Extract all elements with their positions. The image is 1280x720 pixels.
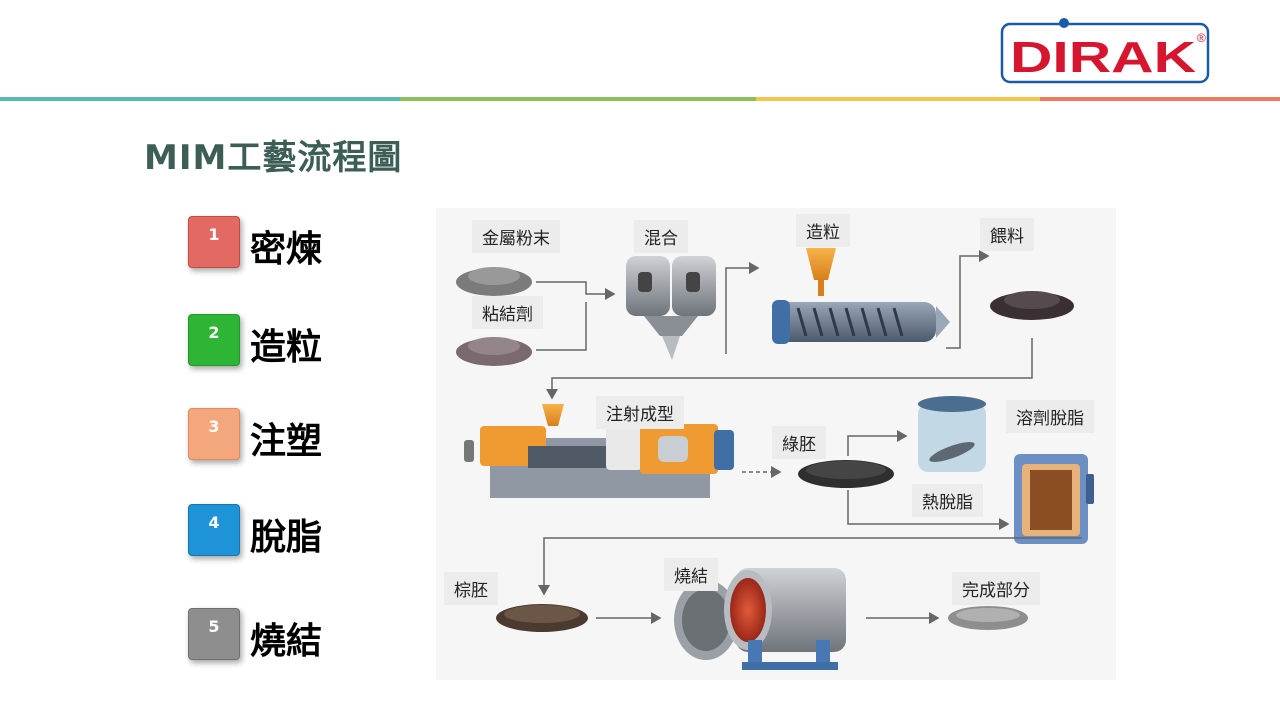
- step-label: 造粒: [250, 327, 323, 368]
- step-label: 燒結: [250, 621, 323, 662]
- bar-segment-teal: [0, 97, 400, 101]
- label-binder: 粘結劑: [472, 296, 543, 329]
- step-number-badge: 2: [188, 314, 240, 366]
- mim-process-diagram: 金屬粉末 粘結劑 混合 造粒 餵料 注射成型 綠胚 溶劑脫脂 熱脫脂 棕胚 燒結…: [436, 208, 1116, 680]
- label-metal-powder: 金屬粉末: [472, 220, 560, 253]
- bar-segment-orange: [1040, 97, 1280, 101]
- label-sintering: 燒結: [664, 558, 718, 591]
- label-granulation: 造粒: [796, 214, 850, 247]
- logo-text: DIRAK: [1010, 33, 1196, 82]
- step-3: 3 注塑: [188, 408, 428, 464]
- label-brown-part: 棕胚: [444, 572, 498, 605]
- header-divider-bar: [0, 97, 1280, 101]
- step-label: 密煉: [250, 229, 323, 270]
- registered-mark: ®: [1197, 31, 1206, 45]
- step-1: 1 密煉: [188, 216, 428, 272]
- step-5: 5 燒結: [188, 608, 428, 664]
- label-finished-part: 完成部分: [952, 572, 1040, 605]
- thermal-debinding-furnace: [1014, 454, 1094, 544]
- process-illustration: [456, 248, 1094, 670]
- granulator-extruder: [772, 248, 950, 344]
- label-injection-molding: 注射成型: [596, 396, 684, 429]
- bar-segment-green: [400, 97, 756, 101]
- dirak-logo: DIRAK ®: [1000, 18, 1210, 84]
- mixer-machine: [626, 256, 716, 360]
- label-feedstock: 餵料: [980, 218, 1034, 251]
- step-number-badge: 4: [188, 504, 240, 556]
- label-solvent-debinding: 溶劑脫脂: [1006, 400, 1094, 433]
- bar-segment-yellow: [756, 97, 1040, 101]
- step-2: 2 造粒: [188, 314, 428, 370]
- step-label: 注塑: [250, 421, 323, 462]
- injection-molding-machine: [464, 404, 734, 498]
- slide-title: MIM工藝流程圖: [144, 138, 403, 178]
- label-green-part: 綠胚: [772, 426, 826, 459]
- step-number-badge: 5: [188, 608, 240, 660]
- solvent-debinding-tank: [918, 396, 986, 472]
- label-thermal-debinding: 熱脫脂: [912, 484, 983, 517]
- label-mixing: 混合: [634, 220, 688, 253]
- step-label: 脫脂: [250, 517, 323, 558]
- step-number-badge: 1: [188, 216, 240, 268]
- sintering-furnace: [674, 568, 846, 670]
- step-4: 4 脫脂: [188, 504, 428, 560]
- step-number-badge: 3: [188, 408, 240, 460]
